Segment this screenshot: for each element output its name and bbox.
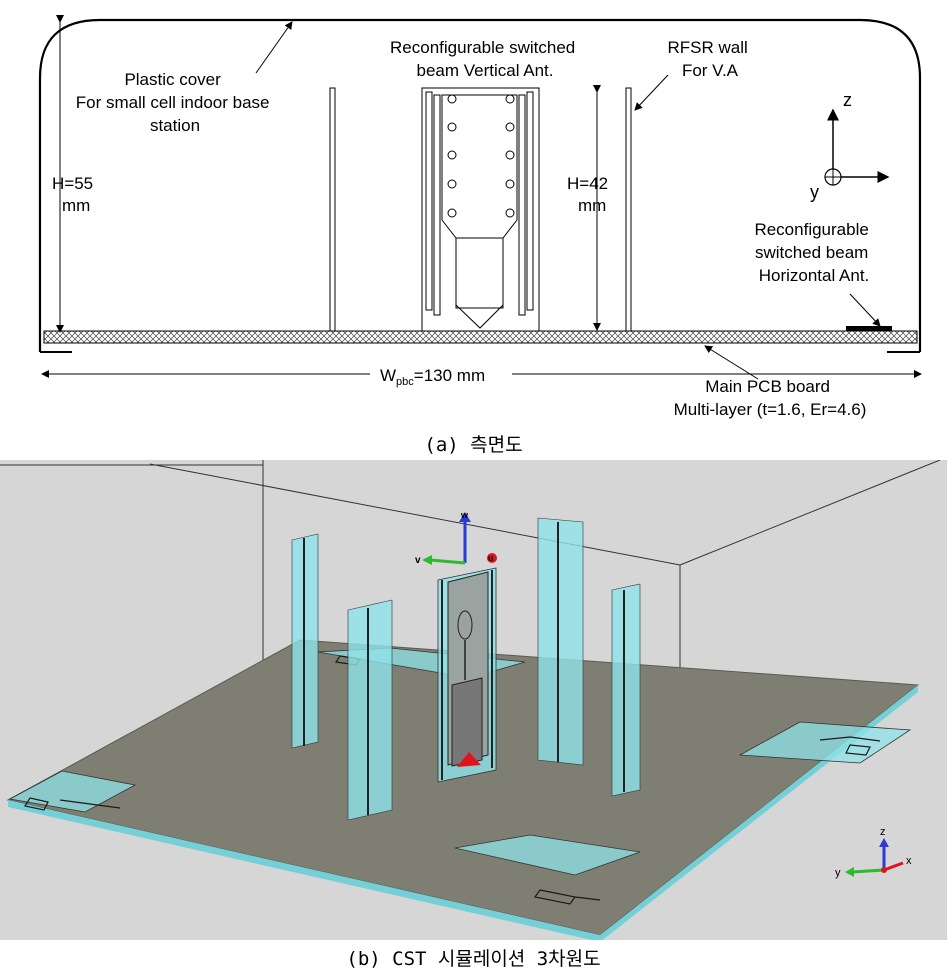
antenna-axis-triad: w v u [415, 510, 497, 566]
vertical-antenna-3d [437, 567, 497, 783]
rfsr-walls-3d [291, 517, 641, 821]
svg-text:y: y [835, 867, 841, 879]
horizontal-antenna [846, 326, 892, 331]
coordinate-axes: z y [810, 90, 890, 202]
svg-text:z: z [843, 90, 852, 110]
caption-b: (b) CST 시뮬레이션 3차원도 [346, 948, 601, 970]
cst-3d-view: w v u z y x [0, 460, 947, 940]
pcb-label: Main PCB board Multi-layer (t=1.6, Er=4.… [674, 377, 867, 419]
svg-text:y: y [810, 182, 819, 202]
rfsr-wall [625, 87, 632, 332]
svg-text:v: v [415, 555, 421, 566]
svg-text:u: u [488, 553, 494, 563]
svg-text:x: x [906, 855, 912, 867]
horizontal-ant-leader [849, 293, 881, 327]
rfsr-leader [634, 74, 669, 111]
global-axis-triad: z y x [835, 826, 912, 879]
plastic-cover-outline [38, 18, 922, 352]
svg-text:z: z [880, 826, 886, 838]
vertical-ant-label: Reconfigurable switched beam Vertical An… [390, 38, 580, 80]
plastic-cover-leader [255, 21, 293, 74]
horizontal-ant-label: Reconfigurable switched beam Horizontal … [754, 220, 873, 285]
caption-a: (a) 측면도 [424, 434, 523, 456]
pcb-leader [704, 345, 759, 380]
rfsr-label: RFSR wall For V.A [667, 38, 752, 80]
side-view-diagram: H=55 mm H=42 mm Wpbc=130 mm Plastic cove… [38, 15, 922, 419]
feed-port-marker [457, 752, 481, 767]
pcb-board [43, 330, 918, 344]
side-wall-left [329, 87, 336, 332]
height-outer-label: H=55 mm [52, 174, 98, 215]
vertical-antenna [421, 87, 540, 332]
height-inner-label: H=42 mm [567, 174, 613, 215]
board-traces [24, 655, 881, 905]
width-label: Wpbc=130 mm [380, 366, 485, 388]
plastic-cover-label: Plastic cover For small cell indoor base… [76, 70, 274, 135]
via-holes [447, 94, 515, 218]
svg-text:w: w [460, 510, 469, 520]
